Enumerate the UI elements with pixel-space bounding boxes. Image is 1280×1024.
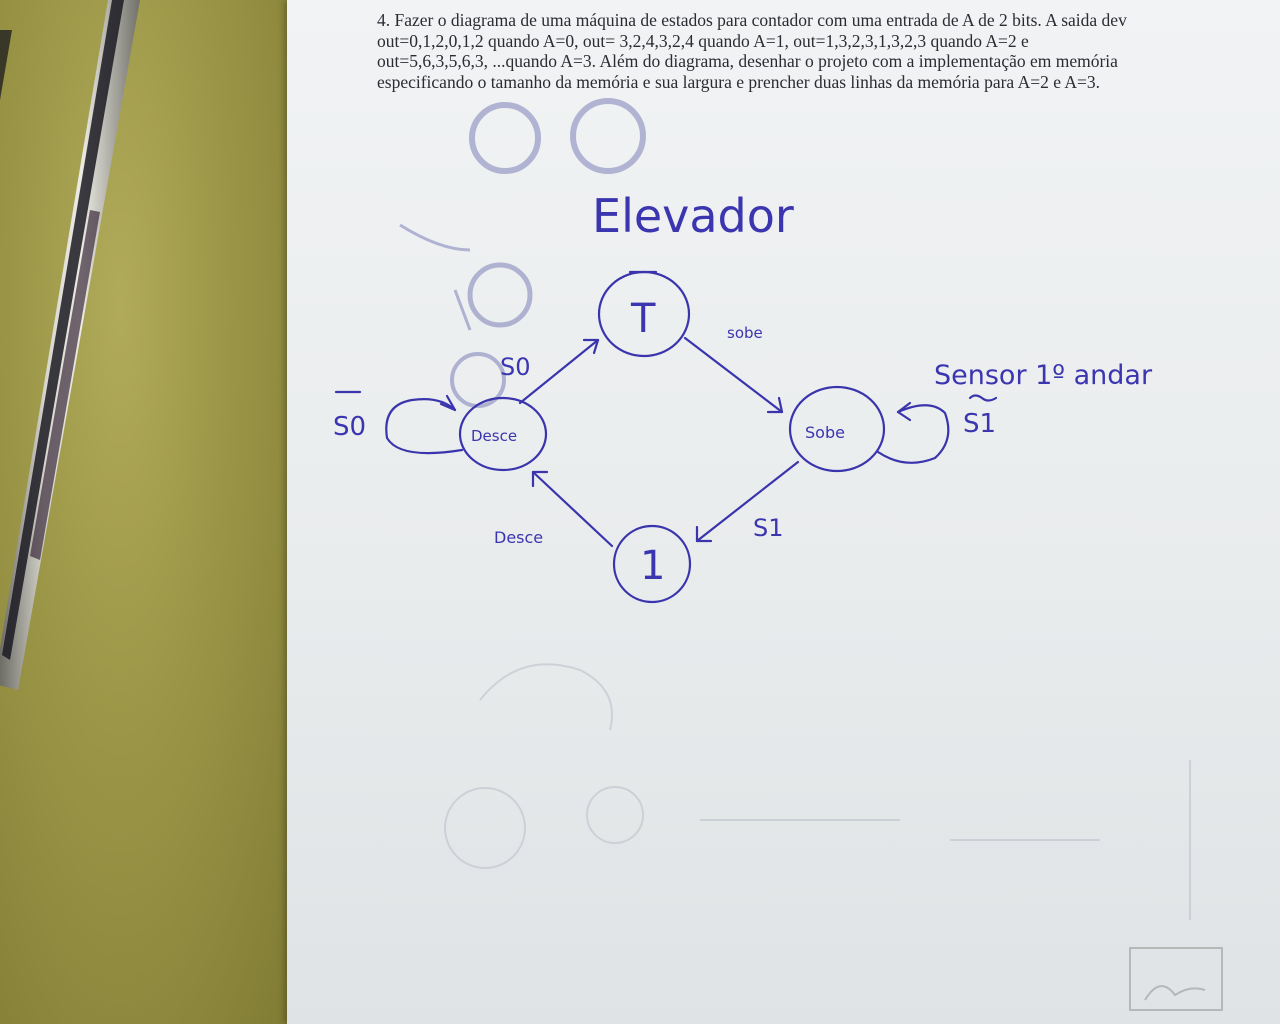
paper-sheet (287, 0, 1280, 1024)
sensor-note: Sensor 1º andar (934, 360, 1153, 391)
edge-left-to-top: S0 (500, 338, 600, 405)
edge-left-to-top-label: S0 (500, 353, 531, 381)
edge-left-self-loop: S0 (333, 390, 464, 455)
edge-right-self-label: S1 (963, 409, 996, 439)
question-line-4: especificando o tamanho da memória e sua… (377, 71, 1101, 92)
state-top-label: T (630, 296, 656, 342)
state-right: Sobe (788, 385, 886, 473)
edge-top-to-right-label: sobe (727, 324, 763, 342)
edge-right-to-bottom: S1 (695, 460, 800, 543)
state-right-label: Sobe (805, 423, 845, 442)
question-line-3: out=5,6,3,5,6,3, ...quando A=3. Além do … (377, 51, 1118, 71)
faint-erased-sketch (444, 663, 1223, 1011)
edge-left-self-label: S0 (333, 412, 366, 442)
state-bottom: 1 (612, 524, 692, 604)
edge-bottom-to-left-label: Desce (494, 528, 543, 547)
edge-right-self-loop: S1 (876, 394, 998, 464)
pen (0, 0, 140, 690)
state-left-label: Desce (471, 427, 517, 445)
state-bottom-label: 1 (640, 543, 665, 589)
edge-top-to-right: sobe (683, 324, 784, 414)
question-line-1: 4. Fazer o diagrama de uma máquina de es… (377, 10, 1127, 30)
state-top: T (597, 270, 691, 358)
edge-bottom-to-left: Desce (494, 470, 614, 548)
desk-surface (0, 0, 300, 1024)
question-line-2: out=0,1,2,0,1,2 quando A=0, out= 3,2,4,3… (377, 30, 1029, 51)
edge-right-to-bottom-label: S1 (753, 514, 784, 542)
state-left: Desce (458, 396, 548, 472)
question-text: 4. Fazer o diagrama de uma máquina de es… (377, 10, 1277, 92)
diagram-title: Elevador (592, 189, 794, 243)
ghost-marks (399, 98, 646, 408)
